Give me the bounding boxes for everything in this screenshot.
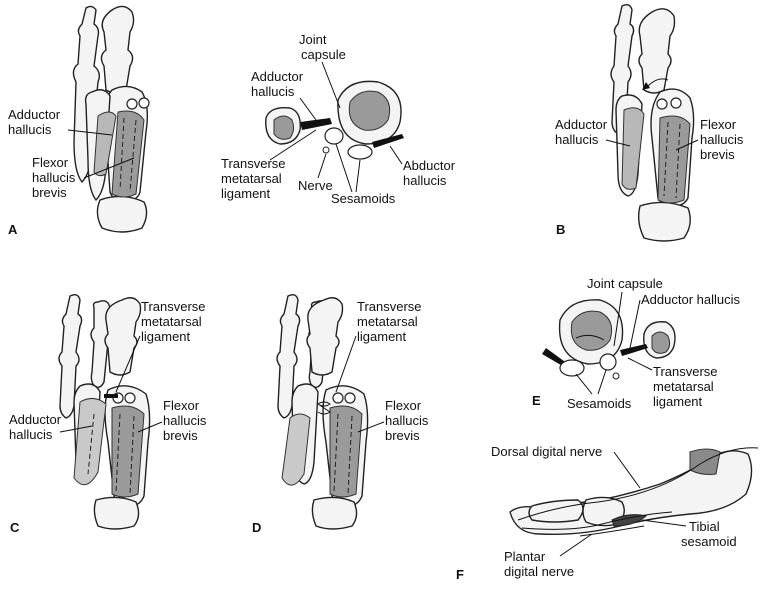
panel-a-fhb-label-2: hallucis (32, 170, 76, 185)
panel-d-transverse-label-3: ligament (357, 329, 407, 344)
panel-a-adductor-leader (67, 129, 113, 136)
panel-c-foot (58, 293, 151, 530)
panel-e-sesamoids-leader-1 (575, 373, 593, 395)
panel-d-fhb-leader (357, 421, 385, 433)
panel-a-letter: A (8, 222, 18, 237)
panel-b-letter: B (556, 222, 565, 237)
panel-b-fhb-label-2: hallucis (700, 132, 744, 147)
panel-c-transverse-label-1: Transverse (141, 299, 206, 314)
panel-a-joint-capsule-label-1: Joint (299, 32, 327, 47)
panel-c-fhb-label-3: brevis (163, 428, 198, 443)
panel-a-abductor-label-1: Abductor (403, 158, 456, 173)
panel-a-adductor-label-2: hallucis (8, 122, 52, 137)
panel-d-transverse-label-2: metatarsal (357, 314, 418, 329)
panel-e-transverse-label-1: Transverse (653, 364, 718, 379)
panel-a-section-adductor-leader (299, 97, 317, 121)
panel-a-cross-section (265, 80, 404, 160)
panel-d-letter: D (252, 520, 261, 535)
panel-f-dorsal-nerve-leader (613, 451, 641, 489)
panel-a-joint-capsule-leader (321, 61, 341, 109)
panel-a-nerve-leader (317, 153, 327, 179)
panel-a-transverse-label-1: Transverse (221, 156, 286, 171)
panel-c-adductor-leader (59, 425, 93, 433)
panel-a-abductor-leader (389, 145, 403, 165)
panel-c-fhb-leader (137, 421, 163, 433)
panel-d-transverse-label-1: Transverse (357, 299, 422, 314)
panel-a-fhb-label-3: brevis (32, 185, 67, 200)
panel-a-fhb-label-1: Flexor (32, 155, 69, 170)
panel-b-adductor-label-2: hallucis (555, 132, 599, 147)
panel-f-tibial-label-1: Tibial (689, 519, 720, 534)
panel-e-cross-section (542, 299, 676, 380)
panel-a-section-adductor-label-1: Adductor (251, 69, 304, 84)
panel-b-fhb-label-3: brevis (700, 147, 735, 162)
panel-b-adductor-leader (605, 139, 631, 147)
panel-f-lateral-foot (509, 447, 759, 537)
panel-c-transverse-label-3: ligament (141, 329, 191, 344)
panel-f-plantar-label-2: digital nerve (504, 564, 574, 579)
panel-e-joint-capsule-label: Joint capsule (587, 276, 663, 291)
panel-c-adductor-label-2: hallucis (9, 427, 53, 442)
panel-e-transverse-leader (627, 357, 653, 371)
panel-a-joint-capsule-label-2: capsule (301, 47, 346, 62)
panel-f-tibial-leader (641, 519, 687, 527)
panel-f-tibial-label-2: sesamoid (681, 534, 737, 549)
panel-a-nerve-label: Nerve (298, 178, 333, 193)
panel-a-sesamoids-leader-2 (355, 159, 361, 193)
panel-a-fhb-leader (83, 157, 135, 179)
panel-a-abductor-label-2: hallucis (403, 173, 447, 188)
panel-e-letter: E (532, 393, 541, 408)
panel-a-adductor-label-1: Adductor (8, 107, 61, 122)
panel-a-transverse-label-3: ligament (221, 186, 271, 201)
panel-e-joint-capsule-leader (613, 291, 623, 347)
panel-e-sesamoids-leader-2 (597, 369, 607, 395)
panel-c-transverse-leader (115, 335, 141, 393)
panel-a-transverse-label-2: metatarsal (221, 171, 282, 186)
panel-e-sesamoids-label: Sesamoids (567, 396, 632, 411)
panel-b-fhb-leader (675, 139, 699, 151)
panel-e-transverse-label-2: metatarsal (653, 379, 714, 394)
panel-c-fhb-label-1: Flexor (163, 398, 200, 413)
panel-c-fhb-label-2: hallucis (163, 413, 207, 428)
panel-e-adductor-label: Adductor hallucis (641, 292, 740, 307)
panel-c-transverse-label-2: metatarsal (141, 314, 202, 329)
panel-a-foot (72, 5, 150, 233)
panel-b-foot (610, 3, 695, 242)
panel-b-fhb-label-1: Flexor (700, 117, 737, 132)
panel-d-transverse-leader (335, 335, 357, 393)
panel-c-adductor-label-1: Adductor (9, 412, 62, 427)
panel-e-adductor-leader (629, 299, 641, 349)
panel-b-adductor-label-1: Adductor (555, 117, 608, 132)
panel-a-sesamoids-label: Sesamoids (331, 191, 396, 206)
panel-e-transverse-label-3: ligament (653, 394, 703, 409)
panel-d-fhb-label-1: Flexor (385, 398, 422, 413)
panel-a-sesamoids-leader-1 (335, 143, 353, 193)
panel-f-dorsal-nerve-label: Dorsal digital nerve (491, 444, 602, 459)
panel-c-letter: C (10, 520, 20, 535)
panel-d-fhb-label-2: hallucis (385, 413, 429, 428)
panel-f-plantar-leader (559, 533, 593, 557)
panel-f-plantar-label-1: Plantar (504, 549, 546, 564)
panel-d-fhb-label-3: brevis (385, 428, 420, 443)
panel-a-section-adductor-label-2: hallucis (251, 84, 295, 99)
panel-d-foot (276, 293, 369, 530)
panel-a-transverse-leader (269, 129, 317, 161)
panel-f-letter: F (456, 567, 464, 582)
